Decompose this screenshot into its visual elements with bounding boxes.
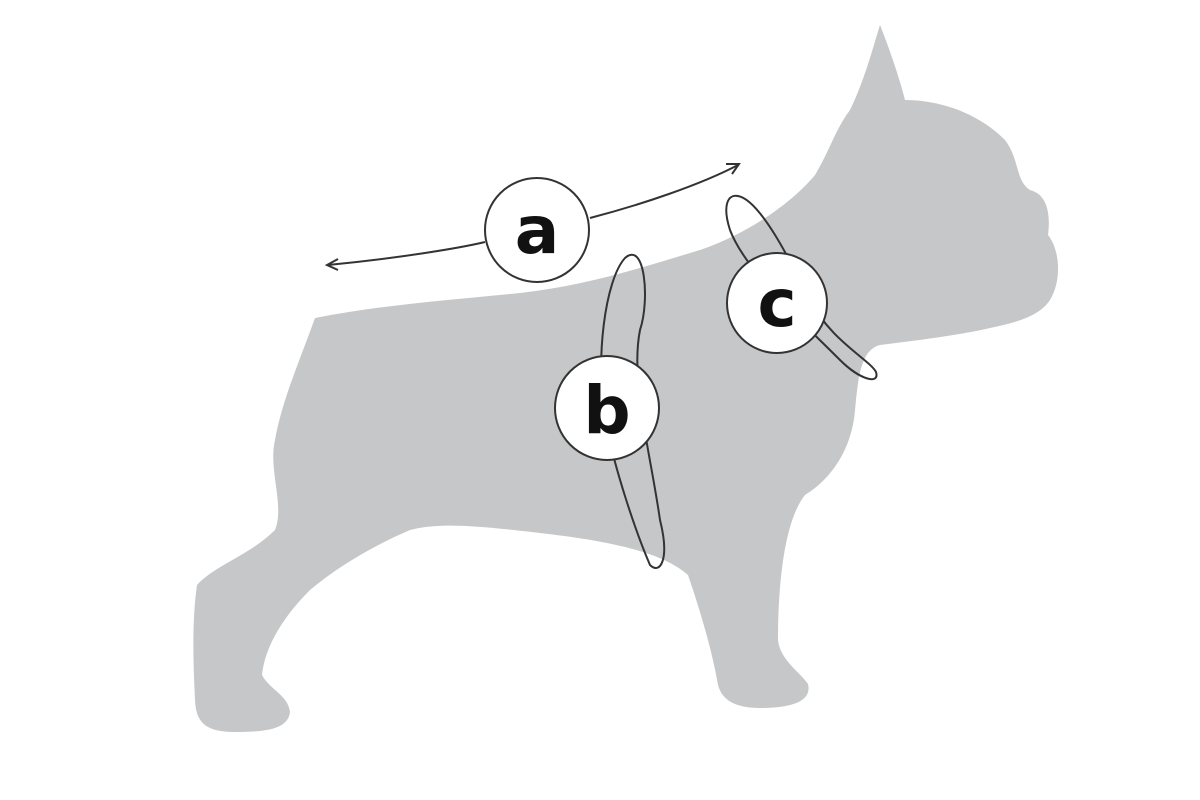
label-circle-b <box>554 355 660 461</box>
label-a: a <box>515 192 560 269</box>
label-c: c <box>757 265 796 342</box>
measurement-b <box>554 253 666 569</box>
arrow-head-left <box>324 258 339 271</box>
arrow-head-right <box>726 163 741 175</box>
back-length-arrow <box>327 164 739 266</box>
measurement-c <box>725 194 878 381</box>
measurement-a <box>324 163 741 283</box>
label-b: b <box>583 372 630 449</box>
label-circle-c <box>726 252 828 354</box>
label-circle-a <box>484 177 590 283</box>
